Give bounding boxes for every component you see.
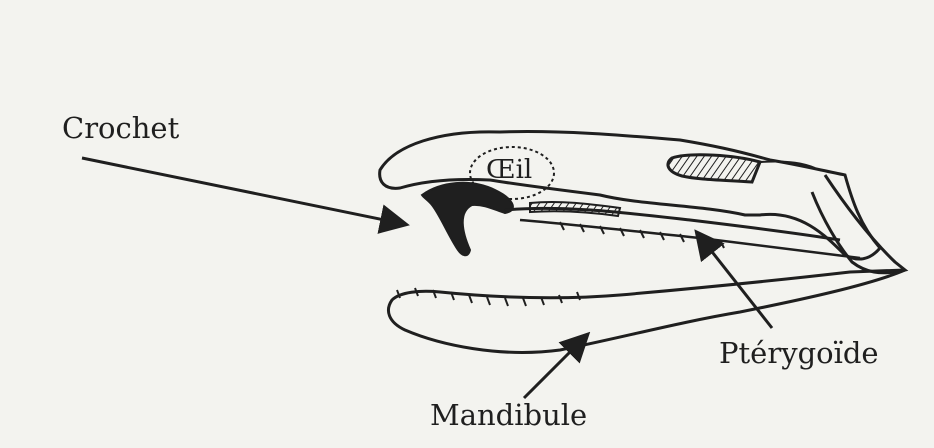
pterygoid-hatched xyxy=(530,202,620,216)
maxilla-fang xyxy=(422,183,513,255)
label-pterygoide: Ptérygoïde xyxy=(719,339,879,368)
arrow-mandibule xyxy=(524,336,586,398)
hatched-bone xyxy=(668,155,760,182)
arrow-crochet xyxy=(82,158,404,224)
label-crochet: Crochet xyxy=(62,114,179,143)
label-mandibule: Mandibule xyxy=(430,401,587,430)
label-oeil: Œil xyxy=(486,157,532,183)
